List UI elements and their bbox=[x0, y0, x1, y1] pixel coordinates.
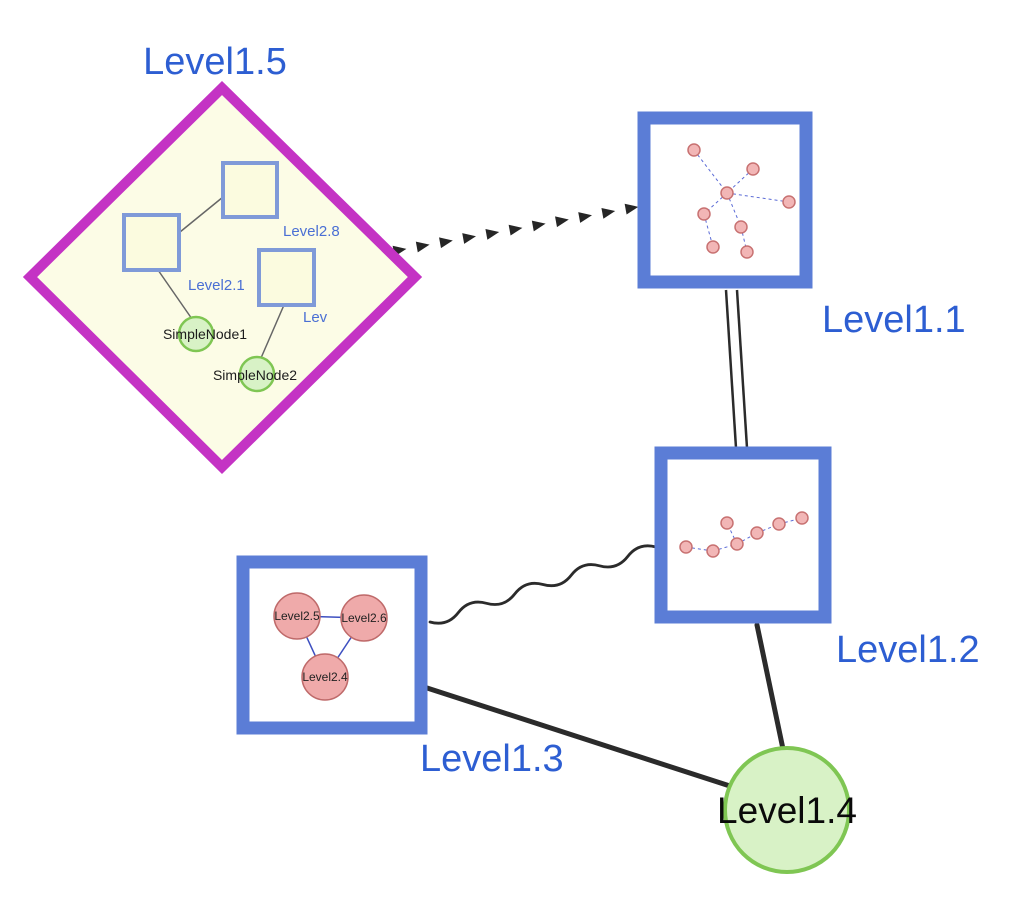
graph-node[interactable] bbox=[687, 143, 701, 157]
group-level1-1[interactable]: Level1.1 bbox=[637, 111, 966, 341]
node-label-simplenode2: SimpleNode2 bbox=[213, 367, 297, 383]
node-label-simplenode1: SimpleNode1 bbox=[163, 326, 247, 342]
graph-node[interactable] bbox=[720, 516, 734, 530]
graph-node[interactable] bbox=[795, 511, 809, 525]
group-label-level1-2: Level1.2 bbox=[836, 629, 980, 671]
group-frame-level1-2[interactable] bbox=[654, 446, 832, 624]
group-level1-3[interactable]: Level2.5 Level2.6 Level2.4 Level1.3 bbox=[236, 555, 564, 780]
graph-node[interactable] bbox=[720, 186, 734, 200]
edge-lev-simplenode2[interactable] bbox=[260, 304, 285, 359]
group-frame-level1-3[interactable] bbox=[236, 555, 428, 735]
graph-node[interactable] bbox=[782, 195, 796, 209]
graph-node[interactable] bbox=[679, 540, 693, 554]
node-label-level2-5: Level2.5 bbox=[274, 609, 320, 623]
group-label-level1-3: Level1.3 bbox=[420, 738, 564, 780]
edge-level13-to-level12[interactable] bbox=[428, 544, 658, 625]
graph-node[interactable] bbox=[706, 240, 720, 254]
edge-level11-to-level12[interactable] bbox=[724, 289, 749, 449]
graph-node[interactable] bbox=[706, 544, 720, 558]
node-level1-4[interactable]: Level1.4 bbox=[717, 746, 857, 874]
subgraph-edge[interactable] bbox=[726, 192, 790, 203]
node-label-level1-4: Level1.4 bbox=[717, 790, 857, 831]
node-simplenode1[interactable] bbox=[177, 315, 215, 353]
group-lev[interactable] bbox=[257, 248, 316, 307]
subgraph-level1-2 bbox=[679, 511, 809, 558]
edge-level12-to-level14[interactable] bbox=[754, 622, 786, 752]
edge-layer bbox=[392, 203, 786, 790]
double-line-left[interactable] bbox=[724, 289, 738, 449]
subgraph-edge[interactable] bbox=[740, 226, 748, 253]
node-label-level2-6: Level2.6 bbox=[341, 611, 387, 625]
node-level2-5[interactable] bbox=[273, 592, 321, 640]
group-level2-1[interactable] bbox=[122, 213, 181, 272]
group-label-level1-5: Level1.5 bbox=[143, 41, 287, 83]
node-simplenode2[interactable] bbox=[238, 355, 276, 393]
group-label-level1-1: Level1.1 bbox=[822, 299, 966, 341]
graph-node[interactable] bbox=[734, 220, 748, 234]
graph-node[interactable] bbox=[746, 162, 760, 176]
circle-shape-level1-4[interactable] bbox=[723, 746, 851, 874]
graph-node[interactable] bbox=[730, 537, 744, 551]
edge-level13-to-level14[interactable] bbox=[421, 684, 736, 790]
group-level1-2[interactable]: Level1.2 bbox=[654, 446, 980, 671]
group-level2-8[interactable] bbox=[221, 161, 279, 219]
subgraph-level1-1 bbox=[687, 143, 796, 259]
group-level1-5[interactable]: Level1.5 Level2.8 Level2.1 Lev SimpleNod… bbox=[22, 41, 423, 475]
node-label-level2-4: Level2.4 bbox=[302, 670, 348, 684]
diamond-shape-level1-5[interactable] bbox=[22, 80, 423, 475]
graph-node[interactable] bbox=[772, 517, 786, 531]
group-label-lev: Lev bbox=[303, 309, 328, 326]
edge-level21-simplenode1[interactable] bbox=[157, 269, 193, 320]
graph-node[interactable] bbox=[740, 245, 754, 259]
group-label-level2-1: Level2.1 bbox=[188, 277, 245, 294]
graph-node[interactable] bbox=[750, 526, 764, 540]
node-level2-4[interactable] bbox=[301, 653, 349, 701]
group-frame-level1-1[interactable] bbox=[637, 111, 813, 289]
double-line-right[interactable] bbox=[735, 289, 749, 449]
edge-level15-to-level11[interactable] bbox=[392, 203, 639, 257]
group-label-level2-8: Level2.8 bbox=[283, 223, 340, 240]
node-level2-6[interactable] bbox=[340, 594, 388, 642]
edge-level21-level28[interactable] bbox=[179, 196, 224, 233]
subgraph-edge[interactable] bbox=[685, 546, 714, 552]
graph-node[interactable] bbox=[697, 207, 711, 221]
